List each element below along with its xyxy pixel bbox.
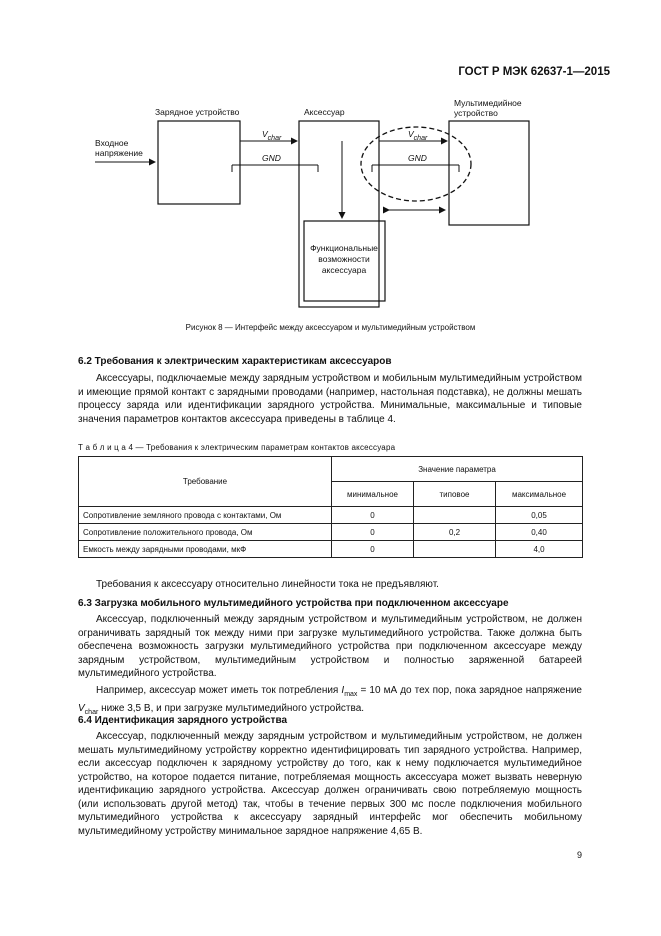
section-heading: 6.3 Загрузка мобильного мультимедийного … <box>78 598 509 609</box>
paragraph: Аксессуары, подключаемые между зарядным … <box>78 373 582 425</box>
input-voltage-label: Входное <box>95 138 129 148</box>
figure-caption: Рисунок 8 — Интерфейс между аксессуаром … <box>185 323 476 332</box>
table-row: Сопротивление положительного провода, Ом… <box>78 523 584 541</box>
input-voltage-label: напряжение <box>95 148 143 158</box>
table-row: Сопротивление земляного провода с контак… <box>78 506 584 524</box>
table-row: Емкость между зарядными проводами, мкФ 0… <box>78 540 584 558</box>
header-value: Значение параметра <box>330 456 584 482</box>
gnd-label-1: GND <box>262 153 281 163</box>
accessory-label: Аксессуар <box>304 107 345 117</box>
interface-ellipse <box>360 126 472 202</box>
multimedia-box <box>448 120 530 226</box>
page-number: 9 <box>576 850 582 860</box>
paragraph: Аксессуар, подключенный между зарядным у… <box>78 614 582 679</box>
interface-diagram: Зарядное устройство Аксессуар Мультимеди… <box>95 98 530 308</box>
functions-label: аксессуара <box>322 265 367 275</box>
vchar-label-1: Vchar <box>262 129 282 142</box>
table-title: Т а б л и ц а 4 — Требования к электриче… <box>78 443 396 452</box>
gnd-label-2: GND <box>408 153 427 163</box>
paragraph: Например, аксессуар может иметь ток потр… <box>78 685 582 716</box>
charger-label: Зарядное устройство <box>155 107 240 117</box>
functions-label: Функциональные <box>310 243 378 253</box>
paragraph: Аксессуар, подключенный между зарядным у… <box>78 731 582 837</box>
parameters-table: Требование Значение параметра минимально… <box>78 456 584 558</box>
accessory-box <box>298 120 380 308</box>
multimedia-label: устройство <box>454 108 498 118</box>
header-min: минимальное <box>331 481 414 507</box>
charger-box <box>157 120 241 205</box>
header-requirement: Требование <box>78 456 332 507</box>
multimedia-label: Мультимедийное <box>454 98 522 108</box>
functions-label: возможности <box>318 254 370 264</box>
header-max: максимальное <box>494 481 584 507</box>
standard-header: ГОСТ Р МЭК 62637-1—2015 <box>458 66 610 78</box>
functions-box <box>303 220 386 302</box>
paragraph: Требования к аксессуару относительно лин… <box>96 579 439 590</box>
section-heading: 6.4 Идентификация зарядного устройства <box>78 715 288 726</box>
section-heading: 6.2 Требования к электрическим характери… <box>78 356 392 367</box>
header-typ: типовое <box>413 481 496 507</box>
vchar-label-2: Vchar <box>408 129 428 142</box>
